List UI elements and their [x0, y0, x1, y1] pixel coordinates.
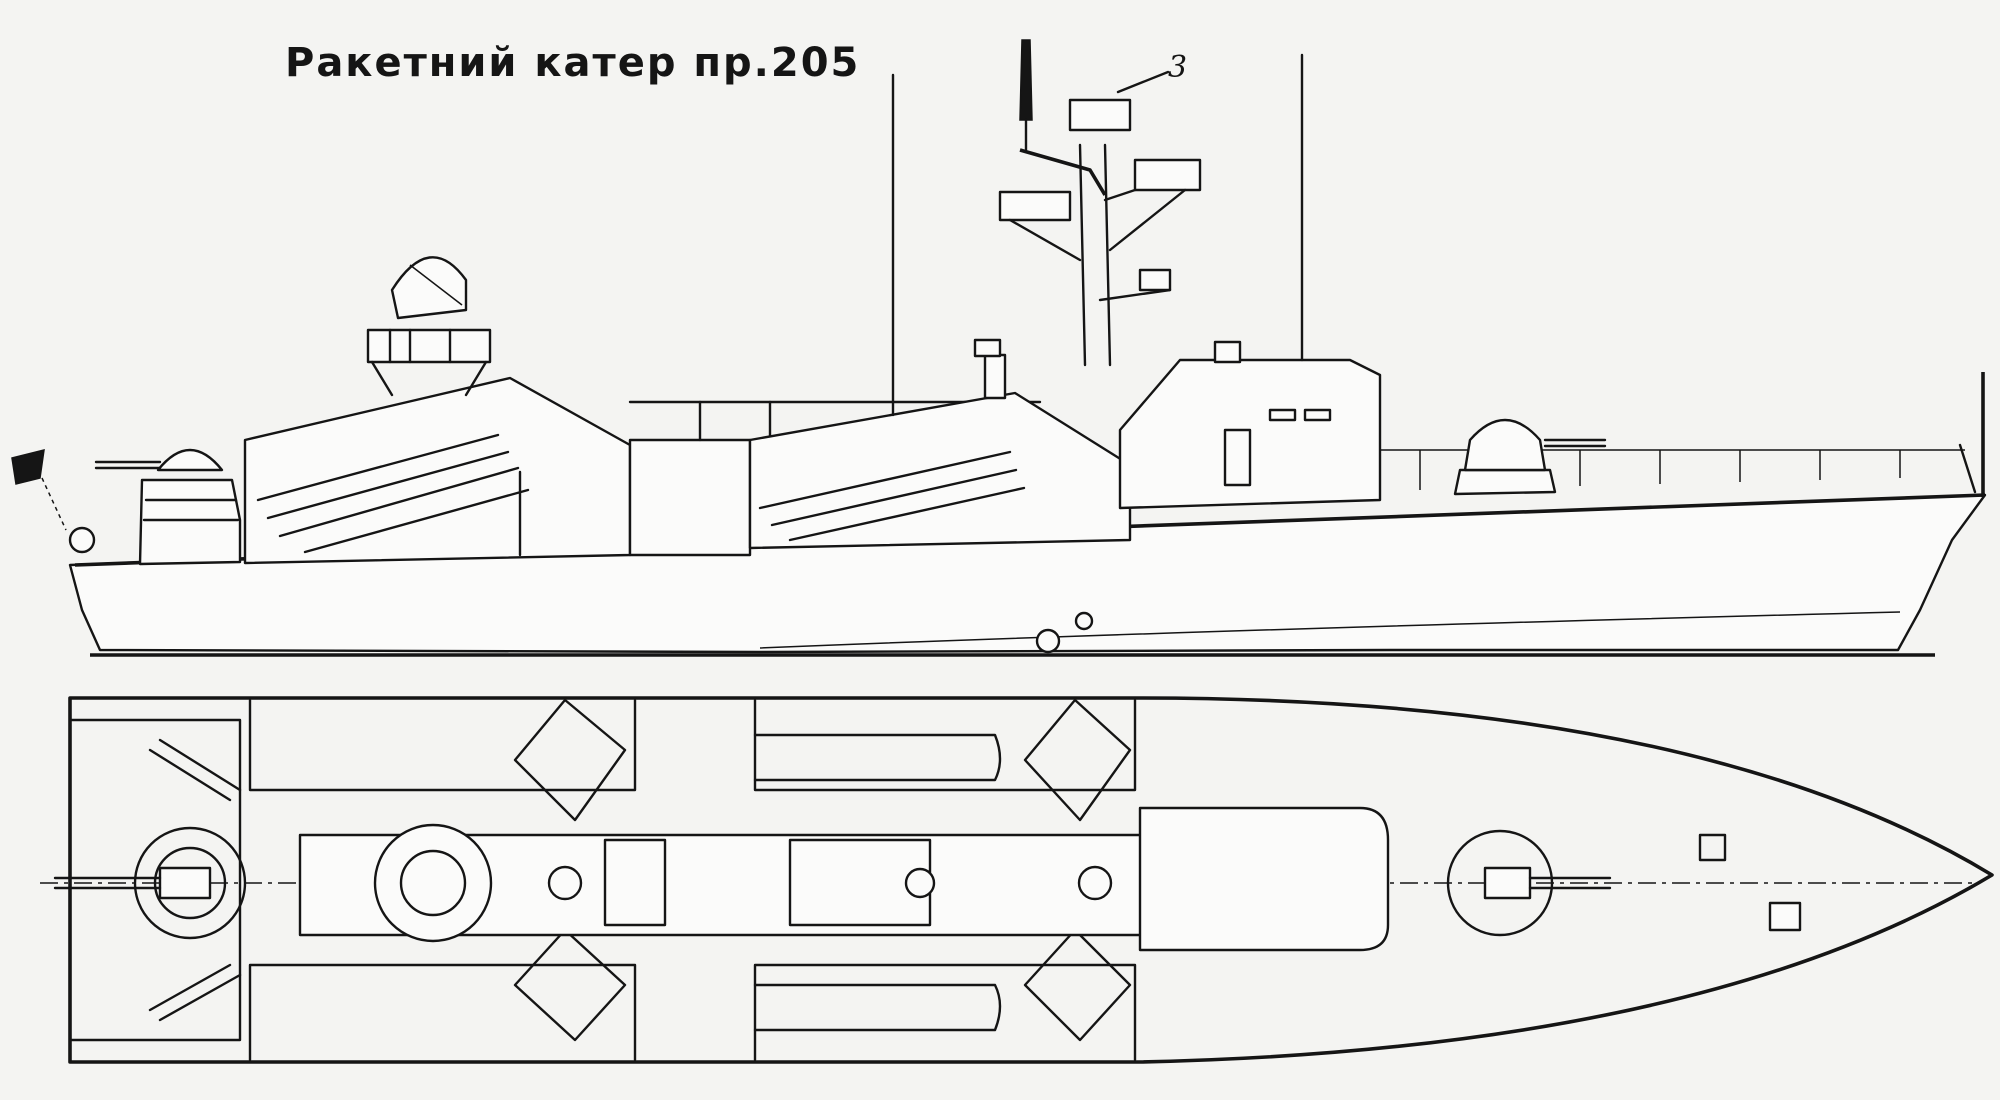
- side-fitting: [1035, 628, 1061, 654]
- mast-yard: [1019, 148, 1107, 196]
- deck-hatches: [603, 838, 932, 927]
- mast-top: [1019, 39, 1033, 121]
- aft-gun-turret: [156, 448, 224, 472]
- vent-stack: [983, 353, 1007, 400]
- hatch-aft-top: [513, 698, 627, 822]
- radar-dome-line: [409, 264, 463, 306]
- lower-yard: [1098, 288, 1172, 302]
- vent-cap: [973, 338, 1002, 358]
- callout-leader: [1116, 70, 1170, 94]
- aft-gun-plan-barrels: [53, 876, 162, 890]
- hatch-aft-bottom: [513, 928, 627, 1042]
- bridge-windows: [1268, 408, 1332, 422]
- plan-view: [40, 696, 1994, 1064]
- aft-gun-inner: [153, 846, 227, 920]
- radar-dome: [390, 256, 468, 320]
- mid-deckhouse: [628, 438, 752, 557]
- fore-gun-plan-barrels: [1528, 876, 1612, 890]
- mast-base-plan: [904, 867, 936, 899]
- bow-fitting: [1698, 833, 1727, 862]
- drawing-title: Ракетний катер пр.205: [285, 40, 861, 86]
- aft-gun-plan-body: [158, 866, 212, 900]
- director-platform: [366, 328, 492, 364]
- fore-gun-base: [1453, 468, 1557, 496]
- stern-well: [68, 718, 242, 1042]
- bow-stay: [1958, 443, 1977, 494]
- aft-gun-bands: [142, 498, 240, 522]
- mid-rail-posts: [698, 400, 772, 442]
- fore-container-bays: [753, 698, 1137, 1062]
- flag-line: [41, 477, 67, 531]
- director-supports: [370, 328, 488, 397]
- hatch-fore-top: [1023, 698, 1132, 822]
- director-plan-inner: [399, 849, 467, 917]
- fore-gun-turret: [1463, 418, 1547, 472]
- chine-line: [759, 611, 1901, 649]
- aft-gun-barrels: [94, 460, 162, 470]
- aft-gun-ring: [133, 826, 247, 940]
- bow-hatch: [1768, 901, 1802, 932]
- main-mast: [1078, 143, 1112, 367]
- aft-gun-base: [138, 478, 242, 566]
- radar-struts: [1008, 188, 1187, 262]
- nav-radar-left: [998, 190, 1072, 222]
- bridge-door: [1223, 428, 1252, 487]
- flag-icon: [11, 449, 45, 485]
- plan-deck-outline: [68, 696, 1994, 1064]
- bridge-box: [1213, 340, 1242, 364]
- bridge-plan: [1138, 806, 1390, 952]
- mast-box: [1138, 268, 1172, 292]
- ladder-top: [148, 738, 242, 802]
- fore-missile-container: [748, 391, 1132, 550]
- fore-gun-ring: [1446, 829, 1554, 937]
- hull-side: [68, 493, 1987, 654]
- fore-container-lines: [758, 450, 1026, 542]
- side-view: [11, 39, 1987, 657]
- mast-plan: [1077, 865, 1113, 901]
- fore-gun-barrels: [1543, 438, 1607, 448]
- ladder-bottom: [148, 963, 242, 1022]
- callout-3-radar: [1068, 98, 1132, 132]
- hatch-round: [547, 865, 583, 901]
- callout-3-label: 3: [1168, 50, 1188, 85]
- fore-gun-plan-body: [1483, 866, 1532, 900]
- stern-winch: [68, 526, 96, 554]
- nav-radar-right: [1133, 158, 1202, 192]
- porthole: [1074, 611, 1094, 631]
- director-plan-ring: [373, 823, 493, 943]
- hatch-fore-bottom: [1023, 928, 1132, 1042]
- aft-container-bays: [248, 698, 637, 1062]
- missile-tubes: [753, 733, 1002, 1032]
- aft-container-lines: [256, 433, 530, 554]
